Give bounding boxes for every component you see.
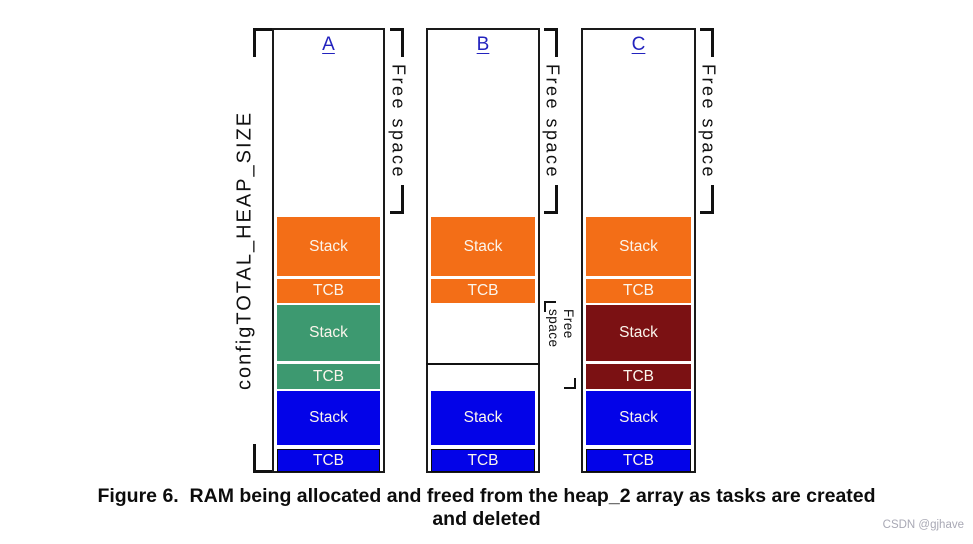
bracket-bottom-tick — [700, 185, 714, 214]
tcb-block: TCB — [431, 449, 535, 472]
bracket-top-tick — [390, 28, 404, 57]
heap-bracket-top-tick — [253, 28, 272, 57]
column-a-link[interactable]: A — [322, 34, 335, 55]
tcb-block: TCB — [586, 279, 691, 303]
bracket-bottom-tick — [564, 378, 576, 389]
caption-line-1: Figure 6. RAM being allocated and freed … — [97, 485, 876, 507]
free-space-bracket-a: Free space — [389, 28, 409, 214]
heap-bracket-bottom-tick — [253, 444, 272, 473]
column-b-link[interactable]: B — [476, 34, 490, 55]
stack-block: Stack — [277, 217, 380, 276]
free-space-label: Free space — [388, 64, 409, 180]
tcb-block: TCB — [277, 449, 380, 472]
stack-block: Stack — [277, 305, 380, 361]
free-space-bracket-c: Free space — [699, 28, 719, 214]
memory-column-a: A Stack TCB Stack TCB Stack TCB — [272, 28, 385, 473]
free-space-label: Free space — [542, 64, 563, 180]
heap-size-label: configTOTAL_HEAP_SIZE — [233, 110, 256, 391]
memory-column-c: C Stack TCB Stack TCB Stack TCB — [581, 28, 696, 473]
tcb-block: TCB — [277, 279, 380, 303]
tcb-block: TCB — [431, 279, 535, 303]
bracket-bottom-tick — [390, 185, 404, 214]
stack-block: Stack — [586, 217, 691, 276]
watermark-text: CSDN @gjhave — [882, 519, 964, 531]
bracket-top-tick — [700, 28, 714, 57]
bracket-top-tick — [544, 301, 556, 312]
free-space-bracket-b: Free space — [543, 28, 563, 214]
memory-column-b: B Stack TCB Stack TCB — [426, 28, 540, 473]
caption-line-2: and deleted — [432, 507, 541, 530]
tcb-block: TCB — [586, 449, 691, 472]
free-space-mid-annotation: Free space — [542, 301, 580, 389]
stack-block: Stack — [431, 217, 535, 276]
bracket-bottom-tick — [544, 185, 558, 214]
column-c-link[interactable]: C — [631, 34, 646, 55]
freed-blocks-divider-line — [426, 363, 540, 365]
bracket-top-tick — [544, 28, 558, 57]
free-space-label: Free space — [546, 309, 576, 348]
stack-block: Stack — [431, 391, 535, 445]
stack-block: Stack — [586, 391, 691, 445]
tcb-block: TCB — [586, 364, 691, 389]
tcb-block: TCB — [277, 364, 380, 389]
stack-block: Stack — [277, 391, 380, 445]
stack-block: Stack — [586, 305, 691, 361]
figure-caption: Figure 6. RAM being allocated and freed … — [0, 485, 973, 530]
free-space-label: Free space — [698, 64, 719, 180]
